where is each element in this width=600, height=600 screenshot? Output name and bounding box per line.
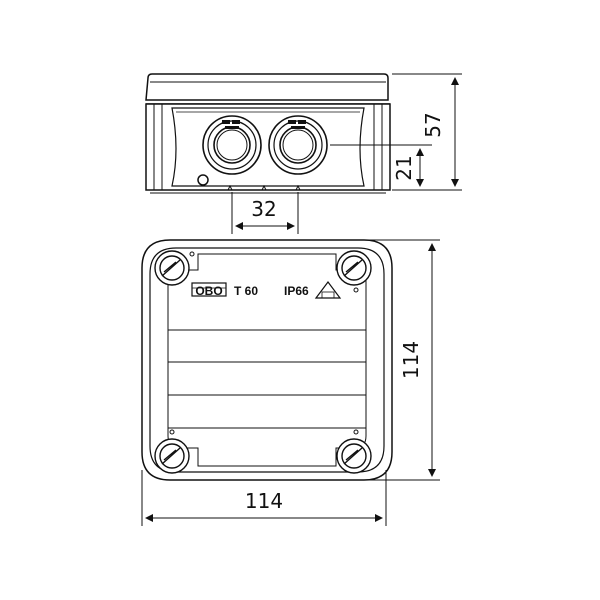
dim-width-label: 114: [245, 489, 283, 513]
entry-labels: [222, 120, 306, 129]
dim-height-lower-label: 21: [392, 155, 416, 180]
screw-top-left: [154, 250, 190, 286]
drain-hole: [197, 174, 209, 186]
dim-width: [141, 470, 387, 526]
screw-bottom-left: [154, 438, 190, 474]
entry-panel: [171, 107, 365, 187]
brand-logo: OBO: [195, 284, 222, 298]
top-view: [141, 239, 393, 481]
screw-top-right: [336, 250, 372, 286]
rating-symbol: [314, 281, 342, 299]
brand-logo-box: [191, 282, 227, 297]
dim-height-total-label: 57: [421, 112, 445, 137]
rating-label: IP66: [284, 284, 309, 298]
screw-bottom-right: [336, 438, 372, 474]
dim-height-lower: [330, 144, 432, 187]
side-view: [145, 73, 391, 194]
side-body: [145, 103, 391, 191]
dim-entry-spacing-label: 32: [251, 197, 276, 221]
model-label: T 60: [234, 284, 258, 298]
dim-depth: [368, 239, 440, 481]
top-outline: [141, 239, 393, 481]
dim-depth-label: 114: [399, 341, 423, 379]
side-lid: [145, 73, 389, 101]
dim-height-total: [392, 73, 462, 191]
dim-entry-spacing: [231, 192, 299, 234]
